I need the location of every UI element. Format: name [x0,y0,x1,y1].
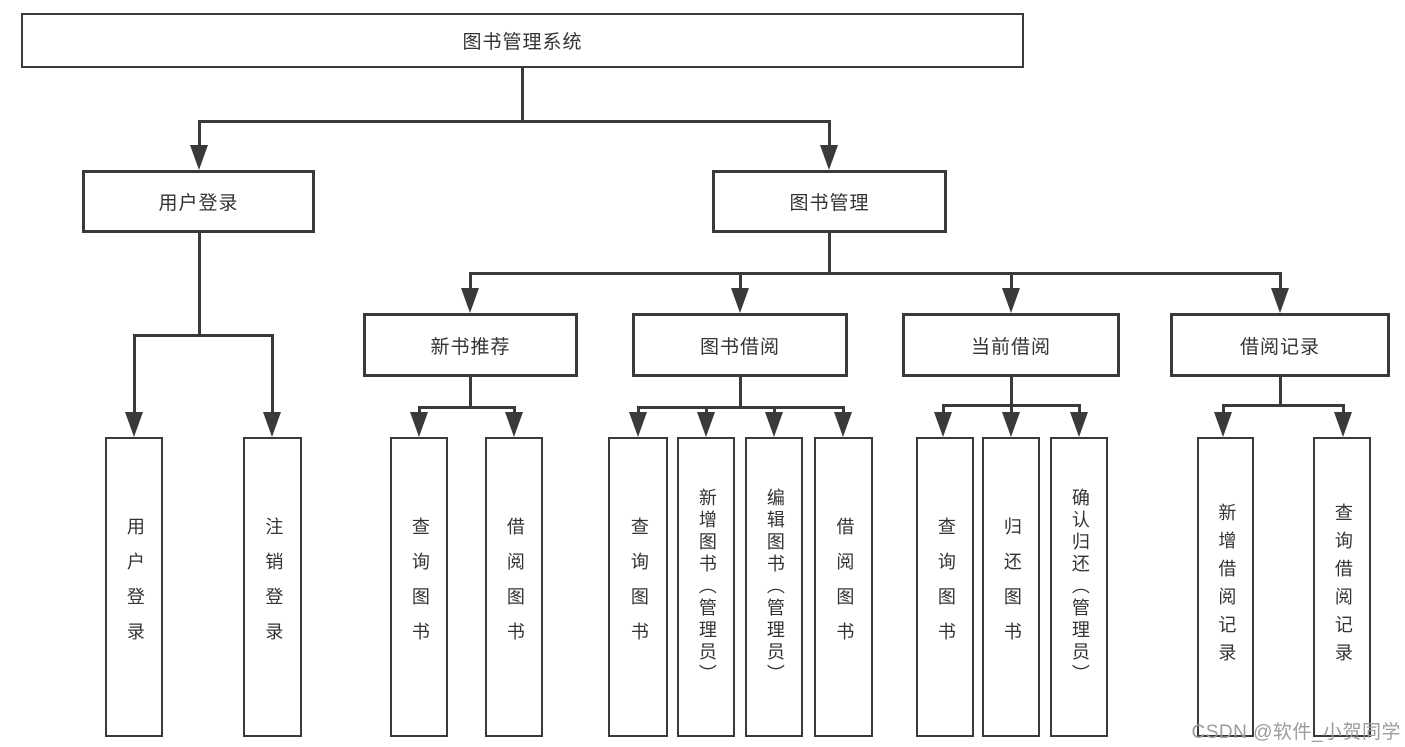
node-root: 图书管理系统 [21,13,1024,68]
node-label: 新增图书（管理员） [696,488,717,686]
connector-hline-book-mgmt [468,271,1282,275]
node-label: 图书管理系统 [462,32,583,53]
node-login: 用户登录 [105,437,163,737]
connector-stem-borrow-records [1278,377,1282,405]
node-label: 归还图书 [1001,517,1022,657]
connector-hline-user-login [132,333,274,337]
arrowhead-icon [410,412,428,437]
connector-hline-borrow-records [1221,403,1345,407]
node-borrow-query: 查询图书 [608,437,668,737]
node-borrow-borrow: 借阅图书 [814,437,873,737]
connector-stem-new-book-rec [468,377,472,407]
node-label: 查询图书 [409,517,430,657]
node-rec-borrow: 借阅图书 [485,437,543,737]
node-label: 新书推荐 [430,336,511,358]
connector-hline-book-borrow [636,405,845,409]
node-records-add: 新增借阅记录 [1197,437,1254,737]
connector-stem-root [520,68,524,121]
node-label: 确认归还（管理员） [1069,488,1090,686]
connector-arrow-shaft [1278,273,1282,295]
connector-arrow-shaft [738,273,742,295]
node-borrow-edit: 编辑图书（管理员） [745,437,803,737]
node-current-return: 归还图书 [982,437,1040,737]
node-label: 新增借阅记录 [1216,503,1237,671]
node-label: 用户登录 [124,517,145,657]
node-current-query: 查询图书 [916,437,974,737]
arrowhead-icon [934,412,952,437]
connector-arrow-shaft [468,273,472,295]
node-label: 用户登录 [158,193,239,214]
node-label: 查询借阅记录 [1332,503,1353,671]
node-book-borrow: 图书借阅 [632,313,848,377]
node-logout: 注销登录 [243,437,302,737]
arrowhead-icon [1334,412,1352,437]
connector-stem-book-borrow [738,377,742,407]
arrowhead-icon [263,412,281,437]
node-label: 图书管理 [789,193,870,214]
node-label: 查询图书 [628,517,649,657]
connector-arrow-shaft [827,121,831,152]
node-label: 当前借阅 [970,336,1051,358]
arrowhead-icon [1214,412,1232,437]
node-new-book-rec: 新书推荐 [363,313,578,377]
connector-arrow-shaft [197,121,201,152]
node-book-mgmt: 图书管理 [712,170,947,233]
connector-stem-current-borrow [1009,377,1013,405]
arrowhead-icon [1070,412,1088,437]
arrowhead-icon [697,412,715,437]
arrowhead-icon [1002,412,1020,437]
node-current-confirm: 确认归还（管理员） [1050,437,1108,737]
arrowhead-icon [629,412,647,437]
node-user-login: 用户登录 [82,170,315,233]
csdn-watermark: CSDN @软件_小贺同学 [1191,722,1401,743]
arrowhead-icon [765,412,783,437]
node-borrow-records: 借阅记录 [1170,313,1390,377]
connector-hline-new-book-rec [417,405,516,409]
connector-arrow-shaft [270,335,274,419]
arrowhead-icon [190,145,208,170]
node-label: 借阅图书 [834,517,855,657]
node-rec-query: 查询图书 [390,437,448,737]
arrowhead-icon [461,288,479,313]
node-label: 借阅记录 [1239,336,1320,358]
node-label: 编辑图书（管理员） [764,488,785,686]
node-label: 查询图书 [935,517,956,657]
node-current-borrow: 当前借阅 [902,313,1120,377]
arrowhead-icon [1271,288,1289,313]
arrowhead-icon [1002,288,1020,313]
connector-arrow-shaft [132,335,136,419]
node-label: 注销登录 [263,517,284,657]
connector-arrow-shaft [1009,273,1013,295]
arrowhead-icon [731,288,749,313]
connector-stem-user-login [197,233,201,335]
connector-hline-root [197,119,831,123]
node-label: 借阅图书 [504,517,525,657]
node-borrow-add: 新增图书（管理员） [677,437,735,737]
arrowhead-icon [125,412,143,437]
arrowhead-icon [505,412,523,437]
arrowhead-icon [834,412,852,437]
connector-stem-book-mgmt [827,233,831,273]
node-label: 图书借阅 [699,336,780,358]
arrowhead-icon [820,145,838,170]
node-records-query: 查询借阅记录 [1313,437,1371,737]
